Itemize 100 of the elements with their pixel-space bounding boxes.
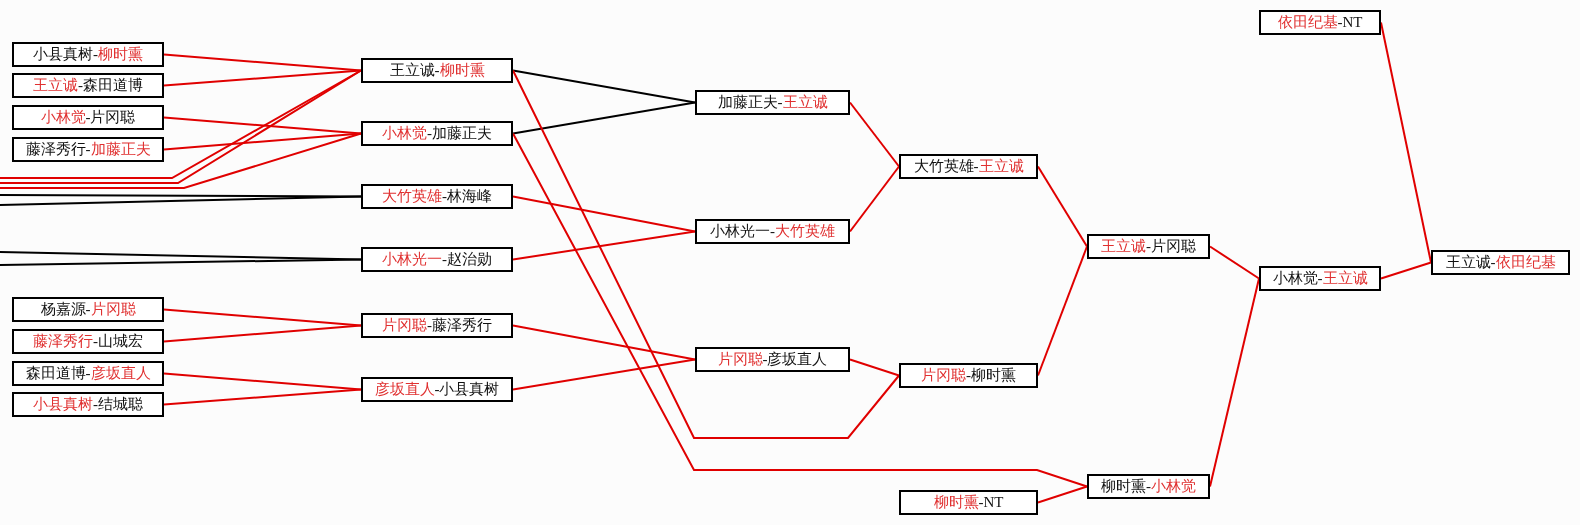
player-name: -柳时熏 xyxy=(966,367,1016,384)
match-box xyxy=(899,154,1038,179)
player-name: -NT xyxy=(1337,14,1363,31)
player-name: 依田纪基 xyxy=(1277,14,1338,31)
player-name: 片冈聪 xyxy=(921,367,966,384)
player-name: 王立诚 xyxy=(1322,270,1368,287)
player-name: 王立诚 xyxy=(978,158,1024,175)
bracket-line xyxy=(512,101,696,135)
match-box xyxy=(1087,474,1210,499)
player-name: 片冈聪 xyxy=(717,351,763,368)
bracket-line xyxy=(0,251,362,261)
bracket-line xyxy=(1037,485,1088,504)
match-box xyxy=(12,73,164,98)
player-name: -片冈聪 xyxy=(85,109,136,126)
player-name: 片冈聪 xyxy=(382,317,427,334)
player-name: 小林光一 xyxy=(382,251,442,268)
bracket-line xyxy=(512,230,696,261)
bracket-line xyxy=(512,69,696,104)
bracket-line xyxy=(512,69,900,439)
player-name: -山城宏 xyxy=(93,333,143,350)
match-box xyxy=(12,361,164,386)
player-name: 小林觉 xyxy=(382,125,427,142)
player-name: 小林觉 xyxy=(1151,478,1196,495)
match-box xyxy=(12,42,164,67)
match-box xyxy=(361,377,513,402)
bracket-line xyxy=(0,194,362,198)
player-name: -藤泽秀行 xyxy=(427,317,492,334)
bracket-line xyxy=(1037,165,1088,248)
match-box xyxy=(899,490,1038,515)
bracket-line xyxy=(163,308,362,327)
match-box xyxy=(695,347,850,372)
bracket-line xyxy=(1380,261,1432,280)
bracket-line xyxy=(0,132,362,189)
player-name: -彦坂直人 xyxy=(762,351,828,368)
player-name: 森田道博- xyxy=(25,365,91,382)
bracket-line xyxy=(849,358,900,377)
player-name: 藤泽秀行 xyxy=(33,333,93,350)
bracket-line xyxy=(0,195,362,206)
player-name: 小林光一- xyxy=(710,223,775,240)
bracket-line xyxy=(163,116,362,135)
match-box xyxy=(12,297,164,322)
bracket-line xyxy=(163,53,362,72)
bracket-line xyxy=(163,324,362,343)
player-name: 大竹英雄 xyxy=(775,223,835,240)
match-box xyxy=(1259,10,1381,35)
player-name: 王立诚 xyxy=(782,94,828,111)
player-name: 柳时熏 xyxy=(98,46,143,63)
player-name: -NT xyxy=(978,494,1004,511)
match-box xyxy=(695,219,850,244)
match-box xyxy=(361,313,513,338)
bracket-line xyxy=(849,101,900,168)
player-name: 柳时熏- xyxy=(1101,478,1151,495)
bracket-line xyxy=(512,358,696,391)
player-name: 彦坂直人 xyxy=(90,365,151,382)
bracket-line xyxy=(512,195,696,233)
bracket-line xyxy=(512,324,696,361)
player-name: -结城聪 xyxy=(93,396,143,413)
match-box xyxy=(899,363,1038,388)
bracket-line xyxy=(512,132,1088,488)
match-box xyxy=(1259,266,1381,291)
player-name: 彦坂直人 xyxy=(374,381,435,398)
match-box xyxy=(1431,250,1570,275)
player-name: 柳时熏 xyxy=(933,494,979,511)
bracket-line xyxy=(1209,245,1260,280)
player-name: 王立诚- xyxy=(389,62,440,79)
player-name: -小县真树 xyxy=(434,381,500,398)
player-name: 小县真树 xyxy=(33,396,93,413)
match-box xyxy=(361,247,513,272)
player-name: 王立诚- xyxy=(1445,254,1496,271)
player-name: -片冈聪 xyxy=(1146,238,1196,255)
bracket-line xyxy=(0,258,362,266)
player-name: 片冈聪 xyxy=(90,301,136,318)
player-name: 藤泽秀行- xyxy=(25,141,91,158)
player-name: -加藤正夫 xyxy=(427,125,492,142)
player-name: 大竹英雄- xyxy=(913,158,979,175)
match-box xyxy=(361,58,513,83)
player-name: 依田纪基 xyxy=(1495,254,1556,271)
player-name: 王立诚 xyxy=(33,77,78,94)
player-name: 小林觉 xyxy=(40,109,86,126)
player-name: 加藤正夫- xyxy=(717,94,783,111)
match-box xyxy=(361,184,513,209)
bracket-line xyxy=(163,372,362,391)
player-name: 加藤正夫 xyxy=(90,141,151,158)
player-name: 杨嘉源- xyxy=(40,301,91,318)
match-box xyxy=(695,90,850,115)
player-name: -森田道博 xyxy=(78,77,143,94)
match-box xyxy=(12,329,164,354)
match-box xyxy=(361,121,513,146)
player-name: 王立诚 xyxy=(1101,238,1146,255)
player-name: 柳时熏 xyxy=(439,62,485,79)
player-name: -林海峰 xyxy=(442,188,492,205)
bracket-line xyxy=(163,69,362,87)
match-box xyxy=(12,392,164,417)
bracket-line xyxy=(849,165,900,233)
match-box xyxy=(12,105,164,130)
player-name: 小县真树- xyxy=(33,46,98,63)
bracket-line xyxy=(163,388,362,406)
player-name: 小林觉- xyxy=(1272,270,1323,287)
player-name: 大竹英雄 xyxy=(382,188,442,205)
player-name: -赵治勋 xyxy=(442,251,492,268)
